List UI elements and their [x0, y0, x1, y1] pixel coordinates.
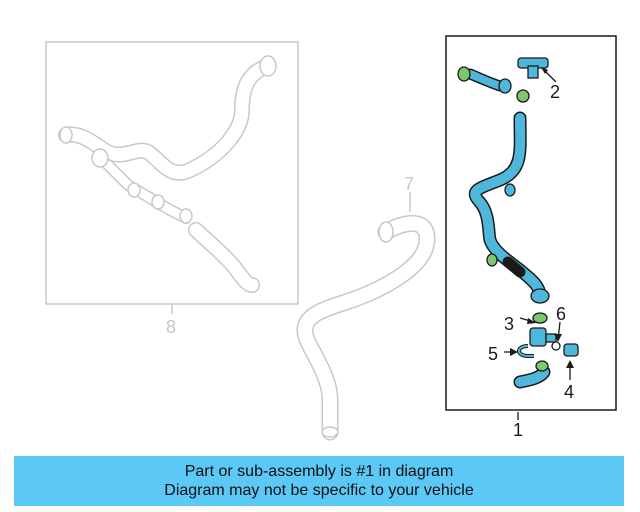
tee-fitting-2-stem — [527, 65, 539, 79]
callout-8: 8 — [166, 317, 176, 337]
clamp — [504, 183, 516, 197]
parts-diagram: 8 7 — [45, 35, 617, 441]
part-7-group: 7 — [296, 174, 436, 441]
o-ring-6 — [551, 341, 561, 351]
clamp — [486, 253, 498, 267]
callout-5: 5 — [488, 344, 498, 364]
clamp — [498, 78, 512, 94]
info-banner: Part or sub-assembly is #1 in diagram Di… — [14, 456, 624, 506]
elbow-hose — [502, 256, 526, 278]
part-1-frame — [445, 35, 617, 411]
connector-3-arm — [545, 333, 557, 343]
callout-2: 2 — [550, 82, 560, 102]
hose-end — [530, 288, 550, 304]
callout-6: 6 — [556, 304, 566, 324]
clamp — [535, 360, 549, 372]
part-8-group: 8 — [45, 41, 299, 337]
callout-3: 3 — [504, 314, 514, 334]
part-1-group: 2 3 5 6 4 1 — [445, 35, 617, 440]
banner-line-2: Diagram may not be specific to your vehi… — [164, 482, 474, 499]
callout-4: 4 — [564, 382, 574, 402]
callout-7: 7 — [404, 174, 414, 194]
connector-3 — [529, 327, 547, 347]
callout-1: 1 — [513, 420, 523, 440]
clamp — [532, 312, 548, 324]
clamp — [457, 66, 471, 82]
fitting-4 — [563, 343, 579, 357]
banner-line-1: Part or sub-assembly is #1 in diagram — [184, 463, 454, 480]
clamp — [516, 89, 530, 103]
